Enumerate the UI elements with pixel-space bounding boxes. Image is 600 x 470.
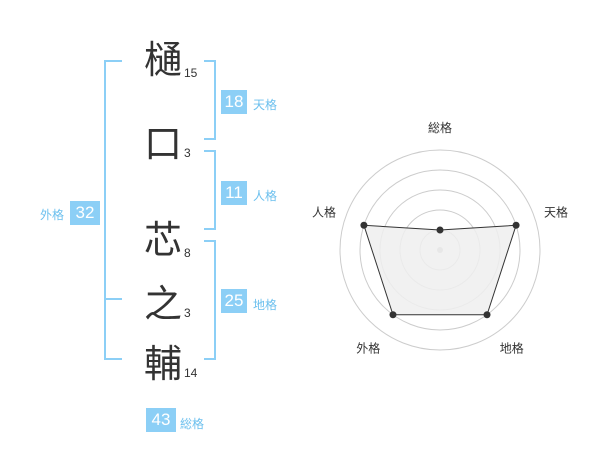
radar-point-5 xyxy=(360,221,368,229)
jinkaku-label: 人格 xyxy=(253,189,278,203)
stroke-count-2: 3 xyxy=(184,146,191,160)
gaikaku-badge: 32 xyxy=(70,201,100,225)
radar-point-3 xyxy=(483,311,491,319)
name-char-1: 樋 xyxy=(143,38,182,82)
soukaku-badge: 43 xyxy=(146,408,176,432)
tenkaku-label: 天格 xyxy=(253,98,278,112)
radar-ring xyxy=(339,149,541,351)
name-char-4: 之 xyxy=(143,282,182,326)
radar-axis-label-4: 外格 xyxy=(356,341,380,356)
name-char-5: 輔 xyxy=(143,342,182,386)
jinkaku-badge: 11 xyxy=(221,181,247,205)
gaikaku-label: 外格 xyxy=(40,208,65,222)
chikaku-label: 地格 xyxy=(253,298,278,312)
name-char-2: 口 xyxy=(143,122,182,166)
radar-point-1 xyxy=(436,226,444,234)
stroke-count-5: 14 xyxy=(184,366,198,380)
radar-axis-label-5: 人格 xyxy=(312,204,336,219)
radar-ring xyxy=(359,169,521,331)
name-char-3: 芯 xyxy=(143,218,182,262)
radar-axis-label-2: 天格 xyxy=(544,204,568,219)
stroke-count-4: 3 xyxy=(184,306,191,320)
radar-series-area xyxy=(363,224,517,316)
stroke-count-1: 15 xyxy=(184,66,198,80)
radar-axis-label-1: 総格 xyxy=(428,120,452,135)
radar-point-4 xyxy=(389,311,397,319)
soukaku-label: 総格 xyxy=(180,417,205,431)
radar-point-2 xyxy=(512,221,520,229)
chikaku-badge: 25 xyxy=(221,289,247,313)
stroke-count-3: 8 xyxy=(184,246,191,260)
tenkaku-badge: 18 xyxy=(221,90,247,114)
radar-axis-label-3: 地格 xyxy=(500,341,524,356)
